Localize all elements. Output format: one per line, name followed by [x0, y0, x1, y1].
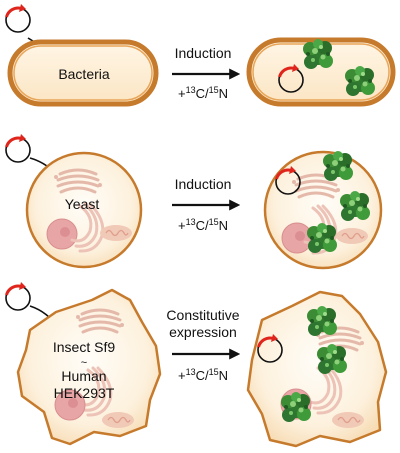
cell-label-line: Human [61, 368, 106, 384]
arrow-label-expression: expression [169, 324, 237, 340]
bacteria-cell [7, 39, 159, 107]
isotope-label: +13C/15N [178, 85, 228, 101]
cell-label-bacteria: Bacteria [58, 66, 110, 82]
protein-icon [307, 223, 337, 253]
cell-label-line: HEK293T [54, 385, 115, 401]
protein-icon [307, 306, 337, 336]
isotope-label: +13C/15N [178, 367, 228, 383]
arrow-label-induction: Induction [175, 176, 232, 192]
row-yeast: Yeast Induction +13C/15N [4, 132, 383, 270]
protein-icon [340, 191, 370, 221]
cell-label-line: Insect Sf9 [53, 339, 115, 355]
arrow-label-induction: Induction [175, 45, 232, 61]
mammalian-cell [16, 288, 162, 446]
cell-label-yeast: Yeast [65, 196, 100, 212]
row-insect-human: Insect Sf9 ~ Human HEK293T Constitutive … [4, 280, 388, 448]
isotope-label: +13C/15N [178, 217, 228, 233]
arrow-label-constitutive: Constitutive [166, 307, 239, 323]
plasmid-icon [4, 280, 32, 312]
protein-icon [345, 66, 375, 96]
plasmid-icon [4, 132, 32, 164]
plasmid-icon [4, 2, 32, 34]
cell-label-line: ~ [81, 357, 87, 369]
row-bacteria: Bacteria Induction +13C/15N [4, 2, 396, 107]
protein-icon [303, 39, 333, 69]
protein-icon [317, 344, 347, 374]
protein-icon [281, 392, 311, 422]
protein-icon [323, 151, 353, 181]
